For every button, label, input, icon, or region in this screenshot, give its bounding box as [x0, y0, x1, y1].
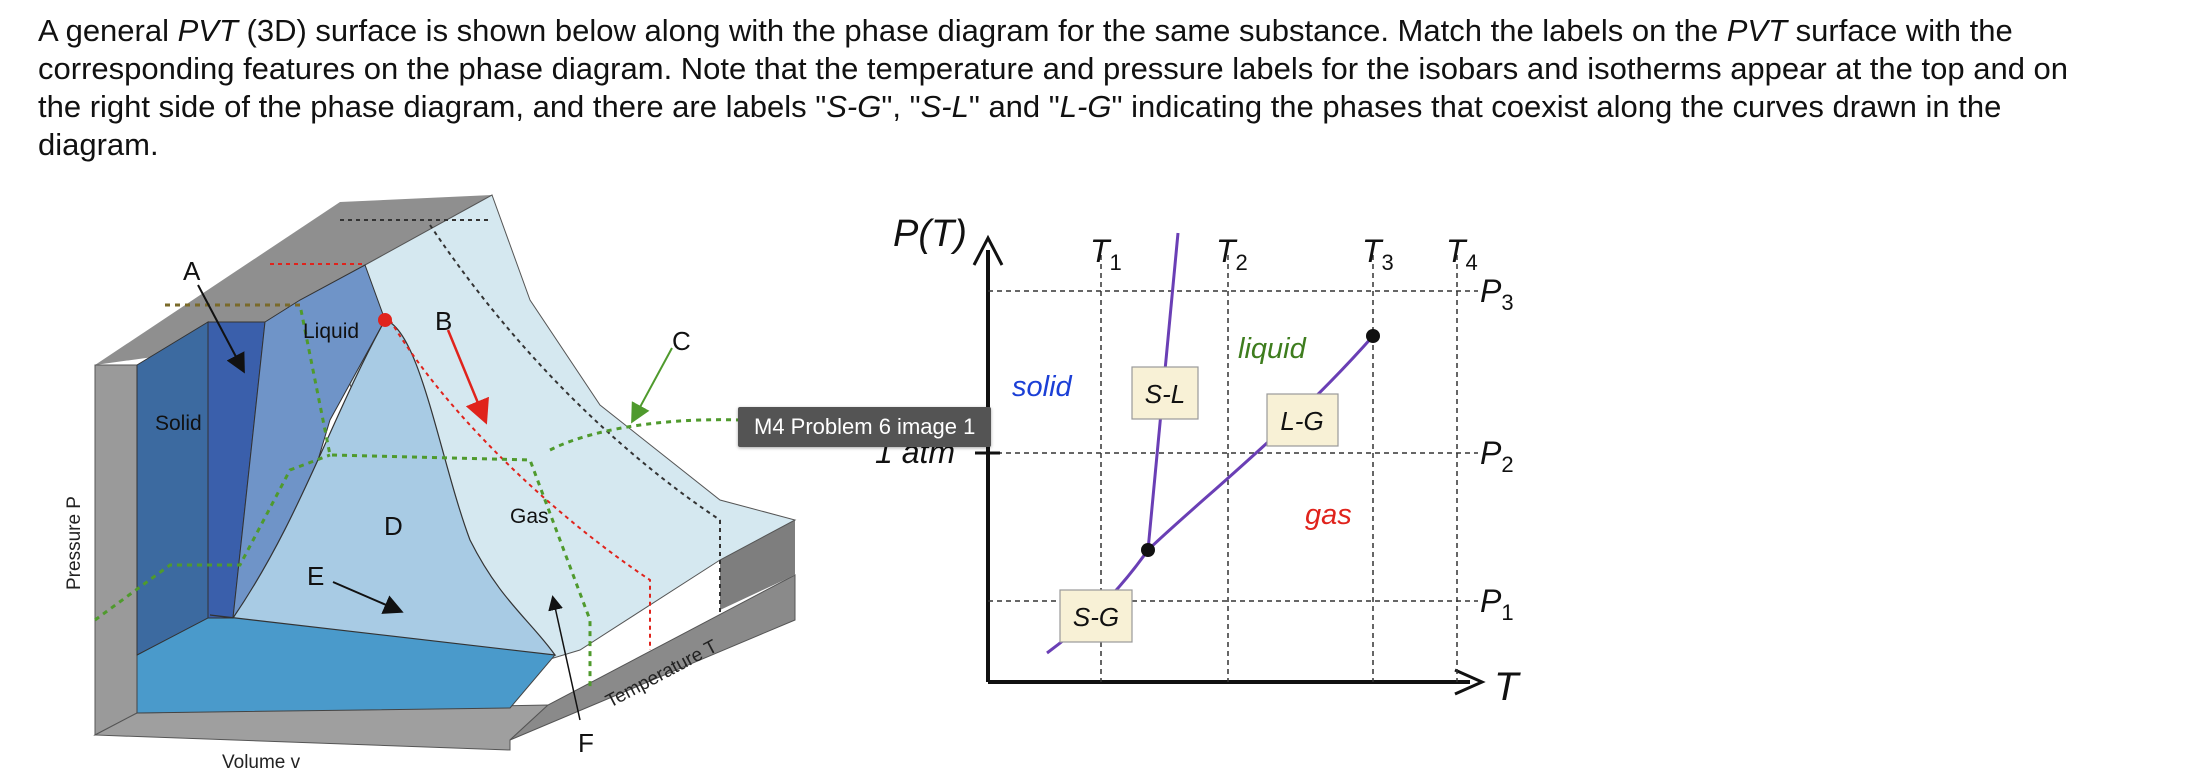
- sg-box-label: S-G: [1073, 602, 1119, 632]
- lg-box: [1266, 393, 1339, 447]
- isotherm-label-t3: T3: [1362, 233, 1394, 275]
- question-text: A general PVT (3D) surface is shown belo…: [38, 13, 2069, 162]
- label-f: F: [578, 728, 594, 758]
- pd-liquid-label: liquid: [1238, 333, 1307, 365]
- triple-point: [1141, 543, 1155, 557]
- image-tooltip: M4 Problem 6 image 1: [738, 407, 992, 447]
- surface-left-wall: [94, 364, 138, 736]
- pd-x-axis-label: T: [1494, 665, 1521, 709]
- surface-gas-label: Gas: [510, 505, 549, 528]
- pvt-surface-diagram: A B C D E F Solid Liquid Gas Pressure P …: [64, 194, 797, 773]
- surface-liquid-label: Liquid: [303, 320, 359, 343]
- isotherm-label-t1: T1: [1090, 233, 1122, 275]
- isotherm-label-t2: T2: [1216, 233, 1248, 275]
- label-e: E: [307, 561, 324, 591]
- critical-point: [378, 313, 392, 327]
- label-d: D: [384, 511, 403, 541]
- lg-curve: [1146, 335, 1375, 552]
- pd-x-axis-arrow: [1454, 668, 1486, 696]
- label-a: A: [183, 256, 201, 286]
- pd-y-axis-label: P(T): [893, 213, 967, 255]
- solid-region: [136, 321, 209, 656]
- isotherm-label-t4: T4: [1446, 233, 1478, 275]
- phase-diagram: S-L L-G S-G solid liquid gas P(T) T T1 T…: [875, 213, 1521, 709]
- sl-box-label: S-L: [1145, 379, 1185, 409]
- label-c: C: [672, 326, 691, 356]
- surface-pressure-axis-label: Pressure P: [64, 496, 85, 590]
- surface-volume-axis-label: Volume v: [222, 752, 301, 773]
- critical-point-pd: [1366, 329, 1380, 343]
- isobar-label-p2: P2: [1480, 435, 1514, 477]
- dome-region: [209, 319, 557, 656]
- isobar-label-p3: P3: [1480, 273, 1514, 315]
- surface-solid-label: Solid: [155, 412, 202, 435]
- sg-box: [1059, 589, 1133, 643]
- isobar-label-p1: P1: [1480, 583, 1514, 625]
- label-b: B: [435, 306, 452, 336]
- pd-y-axis-arrow: [972, 234, 1004, 266]
- lg-box-label: L-G: [1280, 406, 1323, 436]
- pd-solid-label: solid: [1012, 371, 1073, 403]
- sl-box: [1131, 366, 1199, 420]
- pd-gas-label: gas: [1305, 499, 1352, 531]
